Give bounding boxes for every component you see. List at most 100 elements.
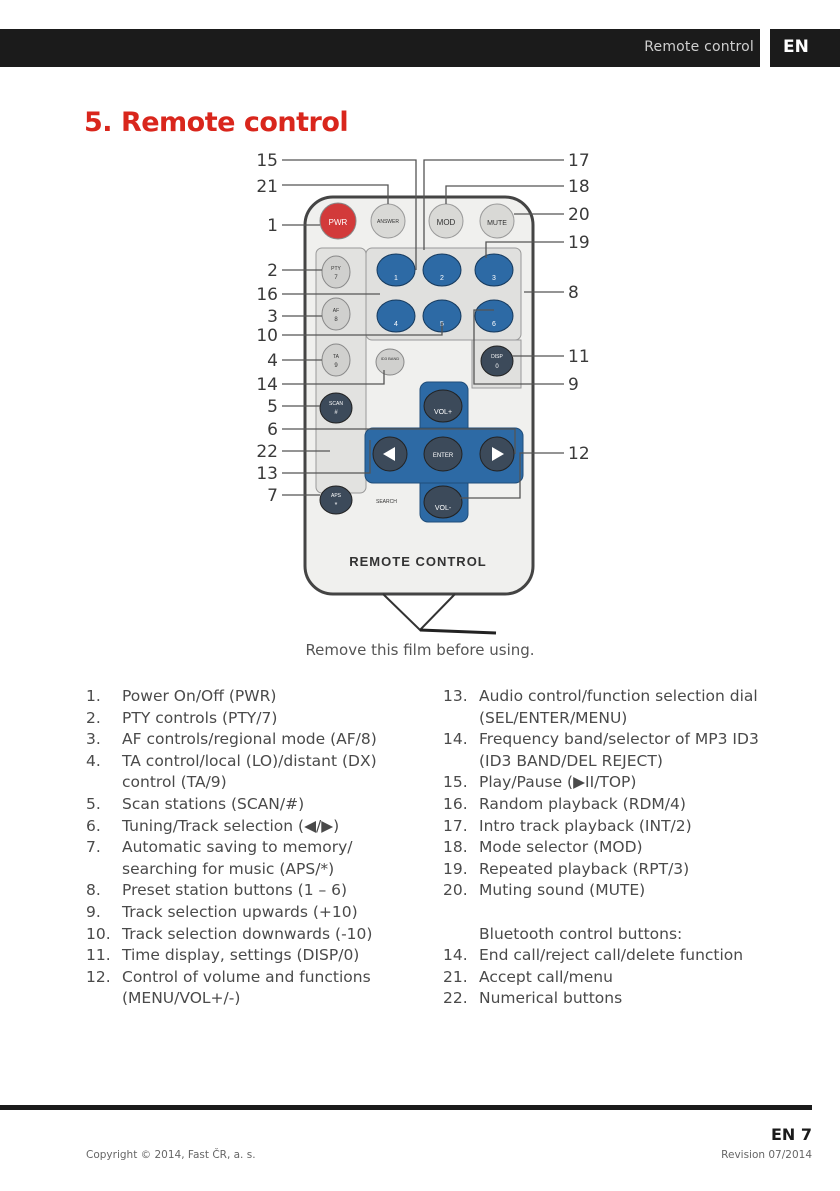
svg-text:VOL+: VOL+ (434, 409, 452, 416)
button-4: 4 (376, 299, 416, 333)
svg-text:PTY: PTY (331, 266, 341, 272)
svg-text:8: 8 (568, 283, 579, 303)
legend-item: 8.Preset station buttons (1 – 6) (86, 880, 406, 902)
svg-text:6: 6 (267, 420, 278, 440)
film-tab (382, 593, 456, 632)
svg-text:20: 20 (568, 205, 590, 225)
legend-item-text: Repeated playback (RPT/3) (479, 859, 783, 881)
svg-text:ID3 BAND: ID3 BAND (381, 356, 400, 361)
legend-item: 13. Audio control/function selection dial… (443, 686, 783, 729)
svg-text:*: * (335, 502, 338, 509)
legend-item-number: 2. (86, 708, 101, 727)
svg-text:1: 1 (267, 216, 278, 236)
legend-item-number: 13. (443, 687, 468, 705)
button-3: 3 (474, 253, 514, 287)
button-1: 1 (376, 253, 416, 287)
legend-item-line: Track selection downwards (-10) (122, 924, 373, 943)
legend-item-line: AF controls/regional mode (AF/8) (122, 730, 377, 749)
svg-text:7: 7 (267, 486, 278, 506)
ta-button: TA 9 (321, 343, 351, 377)
legend-item: 16.Random playback (RDM/4) (443, 794, 783, 816)
remote-control-illustration: PWR ANSWER MOD MUTE PTY 7 AF 8 TA 9 SCAN… (256, 151, 590, 635)
legend-item-line: Power On/Off (PWR) (122, 687, 277, 705)
legend-item-line: Tuning/Track selection (◀/▶) (122, 816, 340, 835)
svg-text:6: 6 (492, 321, 496, 328)
legend-item-number: 7. (86, 838, 101, 857)
mod-label: MOD (437, 218, 456, 227)
legend-item-text: PTY controls (PTY/7) (122, 708, 406, 730)
legend-item-line: Time display, settings (DISP/0) (122, 946, 360, 965)
legend-item-line: control (TA/9) (122, 773, 227, 792)
copyright-text: Copyright © 2014, Fast ČR, a. s. (86, 1149, 256, 1161)
legend-item-line: Automatic saving to memory/ (122, 838, 353, 857)
legend-item-text: Audio control/function selection dial(SE… (479, 686, 783, 729)
svg-text:17: 17 (568, 151, 590, 171)
svg-text:11: 11 (568, 347, 590, 367)
legend-item-text: Time display, settings (DISP/0) (122, 945, 406, 967)
legend-item-text: Control of volume and functions(MENU/VOL… (122, 967, 406, 1010)
svg-text:1: 1 (394, 275, 398, 282)
legend-item-text: TA control/local (LO)/distant (DX) contro… (122, 751, 406, 794)
svg-text:APS: APS (331, 493, 342, 499)
legend-item-text: Power On/Off (PWR) (122, 686, 406, 708)
aps-button: APS * (319, 485, 353, 515)
legend-item-text: Mode selector (MOD) (479, 837, 783, 859)
legend-item: 14.Frequency band/selector of MP3 ID3(ID… (443, 729, 783, 772)
right-arrow-button (479, 436, 515, 472)
footer-rule (0, 1105, 812, 1110)
legend-item-number: 14. (443, 946, 468, 965)
language-label: EN (783, 37, 809, 57)
legend-item: 20.Muting sound (MUTE) (443, 880, 783, 902)
legend-item-text: Track selection upwards (+10) (122, 902, 406, 924)
callout-numbers: 15 21 1 2 16 3 10 4 14 5 6 22 13 7 17 18… (256, 151, 589, 506)
header-bar: Remote control (0, 29, 760, 67)
legend-item-text: Muting sound (MUTE) (479, 880, 783, 902)
legend-item-number: 15. (443, 773, 468, 792)
answer-label: ANSWER (377, 219, 399, 225)
scan-button: SCAN # (319, 392, 353, 424)
legend-item-line: Control of volume and functions (122, 967, 371, 986)
legend-item-text: AF controls/regional mode (AF/8) (122, 729, 406, 751)
legend-item-number: 8. (86, 881, 101, 900)
disp-button: DISP 0 (480, 345, 514, 377)
legend-item-line: (SEL/ENTER/MENU) (479, 708, 628, 727)
legend-item: 5. Scan stations (SCAN/#) (86, 794, 406, 816)
legend-item: 21.Accept call/menu (443, 967, 783, 989)
legend-item-text: Automatic saving to memory/searching for… (122, 837, 406, 880)
legend-item-line: End call/reject call/delete function (479, 946, 744, 965)
legend-item-number: 5. (86, 794, 101, 813)
legend-item-text: Intro track playback (INT/2) (479, 816, 783, 838)
header-section-title: Remote control (644, 39, 754, 55)
legend-item-line: Scan stations (SCAN/#) (122, 794, 305, 813)
legend-item-text: End call/reject call/delete function (479, 945, 783, 967)
id3-band-button: ID3 BAND (375, 348, 405, 376)
legend-item-line: Frequency band/selector of MP3 ID3 (479, 730, 759, 749)
legend-item: 17. Intro track playback (INT/2) (443, 816, 783, 838)
legend-item-number: 22. (443, 989, 468, 1008)
legend-item: 12.Control of volume and functions(MENU/… (86, 967, 406, 1010)
svg-text:12: 12 (568, 444, 590, 464)
svg-text:0: 0 (495, 364, 499, 370)
legend-item-number: 17. (443, 816, 468, 835)
svg-text:15: 15 (256, 151, 278, 171)
legend-item-text: Tuning/Track selection (◀/▶) (122, 816, 406, 838)
left-arrow-button (372, 436, 408, 472)
legend-item: 1.Power On/Off (PWR) (86, 686, 406, 708)
svg-text:ENTER: ENTER (433, 453, 454, 459)
legend-item: 15.Play/Pause (▶II/TOP) (443, 772, 783, 794)
legend-item-number: 4. (86, 751, 101, 770)
legend-item-number: 6. (86, 816, 101, 835)
legend-item-line: Mode selector (MOD) (479, 838, 643, 857)
legend-item-line: TA control/local (LO)/distant (DX) (122, 751, 377, 770)
search-label: SEARCH (376, 499, 397, 505)
legend-item: 3.AF controls/regional mode (AF/8) (86, 729, 406, 751)
legend-item: 10.Track selection downwards (-10) (86, 924, 406, 946)
svg-text:TA: TA (333, 354, 340, 360)
legend-item-text: Random playback (RDM/4) (479, 794, 783, 816)
svg-text:SCAN: SCAN (329, 401, 343, 407)
legend-item: 22. Numerical buttons (443, 988, 783, 1010)
legend-item-line: Numerical buttons (479, 989, 623, 1008)
legend-item-number: 14. (443, 730, 468, 749)
button-6: 6 (474, 299, 514, 333)
mute-label: MUTE (487, 220, 507, 227)
